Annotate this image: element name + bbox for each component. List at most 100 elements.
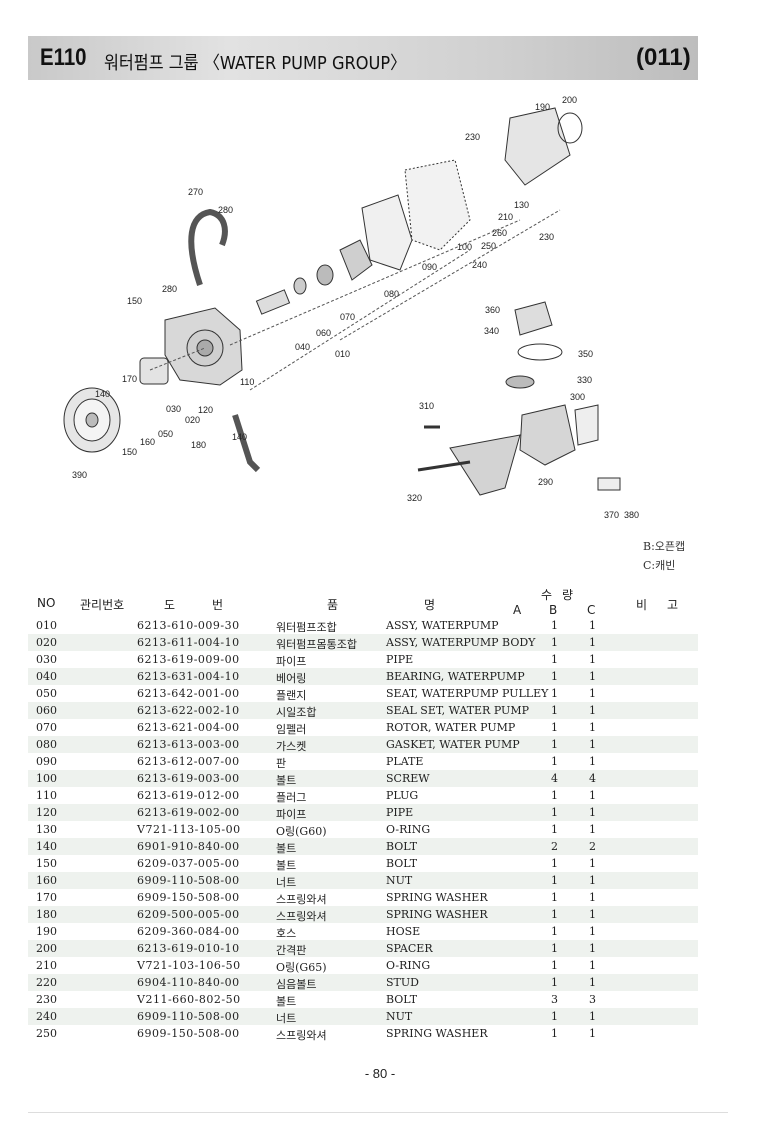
row-qty-b: 1 bbox=[589, 636, 596, 649]
callout-100: 100 bbox=[457, 242, 472, 252]
row-no: 010 bbox=[36, 619, 57, 632]
row-part-number: 6901-910-840-00 bbox=[137, 840, 240, 853]
callout-240: 240 bbox=[472, 260, 487, 270]
row-no: 030 bbox=[36, 653, 57, 666]
row-name-kr: 볼트 bbox=[276, 859, 297, 872]
row-name-kr: 호스 bbox=[276, 927, 297, 940]
row-stripe bbox=[28, 736, 698, 753]
row-stripe bbox=[28, 804, 698, 821]
callout-030: 030 bbox=[166, 404, 181, 414]
row-qty-b: 1 bbox=[589, 823, 596, 836]
row-no: 100 bbox=[36, 772, 57, 785]
callout-010: 010 bbox=[335, 349, 350, 359]
row-name-kr: 스프링와셔 bbox=[276, 893, 327, 906]
row-name-kr: O링(G60) bbox=[276, 825, 327, 838]
col-header-remarks-1: 비 bbox=[636, 598, 648, 612]
row-qty-a: 1 bbox=[551, 908, 558, 921]
col-header-drawing-1: 도 bbox=[164, 598, 176, 612]
row-part-number: 6213-642-001-00 bbox=[137, 687, 240, 700]
row-qty-b: 1 bbox=[589, 806, 596, 819]
row-part-number: V721-103-106-50 bbox=[137, 959, 241, 972]
row-qty-b: 1 bbox=[589, 891, 596, 904]
col-header-qty-1: 수 bbox=[541, 588, 553, 602]
col-header-remarks-2: 고 bbox=[667, 598, 679, 612]
row-qty-b: 1 bbox=[589, 874, 596, 887]
callout-310: 310 bbox=[419, 401, 434, 411]
row-name-kr: 스프링와셔 bbox=[276, 910, 327, 923]
row-name-kr: 임펠러 bbox=[276, 723, 307, 736]
pulley-drawing bbox=[63, 387, 121, 453]
callout-380: 380 bbox=[624, 510, 639, 520]
row-stripe bbox=[28, 1008, 698, 1025]
callout-160: 150 bbox=[122, 447, 137, 457]
row-name-en: ASSY, WATERPUMP BODY bbox=[386, 636, 536, 649]
row-stripe bbox=[28, 906, 698, 923]
row-part-number: 6909-110-508-00 bbox=[137, 1010, 240, 1023]
row-qty-b: 1 bbox=[589, 925, 596, 938]
row-qty-b: 1 bbox=[589, 687, 596, 700]
header-band bbox=[28, 36, 698, 80]
row-name-en: PLATE bbox=[386, 755, 424, 768]
row-name-kr: 판 bbox=[276, 757, 287, 770]
callout-170: 160 bbox=[140, 437, 155, 447]
col-header-b: B bbox=[549, 603, 558, 617]
col-header-qty-2: 량 bbox=[562, 588, 574, 602]
row-name-en: SPRING WASHER bbox=[386, 908, 488, 921]
callout-280: 280 bbox=[218, 205, 233, 215]
row-name-en: SPACER bbox=[386, 942, 433, 955]
row-name-en: SCREW bbox=[386, 772, 430, 785]
callout-140b: 140 bbox=[232, 432, 247, 442]
row-qty-a: 1 bbox=[551, 704, 558, 717]
row-name-kr: 플러그 bbox=[276, 791, 307, 804]
row-no: 080 bbox=[36, 738, 57, 751]
row-qty-b: 1 bbox=[589, 942, 596, 955]
row-qty-a: 1 bbox=[551, 1010, 558, 1023]
group-title: 워터펌프 그룹 〈WATER PUMP GROUP〉 bbox=[104, 53, 407, 74]
row-qty-a: 1 bbox=[551, 721, 558, 734]
row-no: 240 bbox=[36, 1010, 57, 1023]
row-no: 090 bbox=[36, 755, 57, 768]
row-no: 120 bbox=[36, 806, 57, 819]
row-qty-a: 1 bbox=[551, 942, 558, 955]
col-header-a: A bbox=[513, 603, 522, 617]
row-name-kr: O링(G65) bbox=[276, 961, 327, 974]
note-b: B:오픈캡 bbox=[643, 540, 686, 553]
row-name-en: BOLT bbox=[386, 993, 418, 1006]
row-qty-a: 1 bbox=[551, 857, 558, 870]
page-number: - 80 - bbox=[364, 1066, 396, 1081]
callout-230b: 230 bbox=[539, 232, 554, 242]
row-part-number: 6213-610-009-30 bbox=[137, 619, 240, 632]
callout-180: 170 bbox=[122, 374, 137, 384]
row-name-en: SEAL SET, WATER PUMP bbox=[386, 704, 529, 717]
row-part-number: 6213-613-003-00 bbox=[137, 738, 240, 751]
row-name-en: ASSY, WATERPUMP bbox=[386, 619, 499, 632]
row-qty-a: 1 bbox=[551, 738, 558, 751]
row-qty-a: 1 bbox=[551, 976, 558, 989]
row-part-number: 6213-612-007-00 bbox=[137, 755, 240, 768]
row-qty-b: 1 bbox=[589, 1027, 596, 1040]
row-name-en: BOLT bbox=[386, 840, 418, 853]
row-name-kr: 너트 bbox=[276, 876, 297, 889]
row-part-number: 6213-619-012-00 bbox=[137, 789, 240, 802]
row-name-en: SPRING WASHER bbox=[386, 1027, 488, 1040]
row-qty-b: 1 bbox=[589, 789, 596, 802]
callout-330: 330 bbox=[577, 375, 592, 385]
col-header-name-1: 품 bbox=[327, 598, 339, 612]
row-part-number: 6213-631-004-10 bbox=[137, 670, 240, 683]
col-header-name-2: 명 bbox=[424, 598, 436, 612]
row-name-en: STUD bbox=[386, 976, 419, 989]
row-no: 040 bbox=[36, 670, 57, 683]
row-no: 150 bbox=[36, 857, 57, 870]
row-qty-a: 2 bbox=[551, 840, 558, 853]
